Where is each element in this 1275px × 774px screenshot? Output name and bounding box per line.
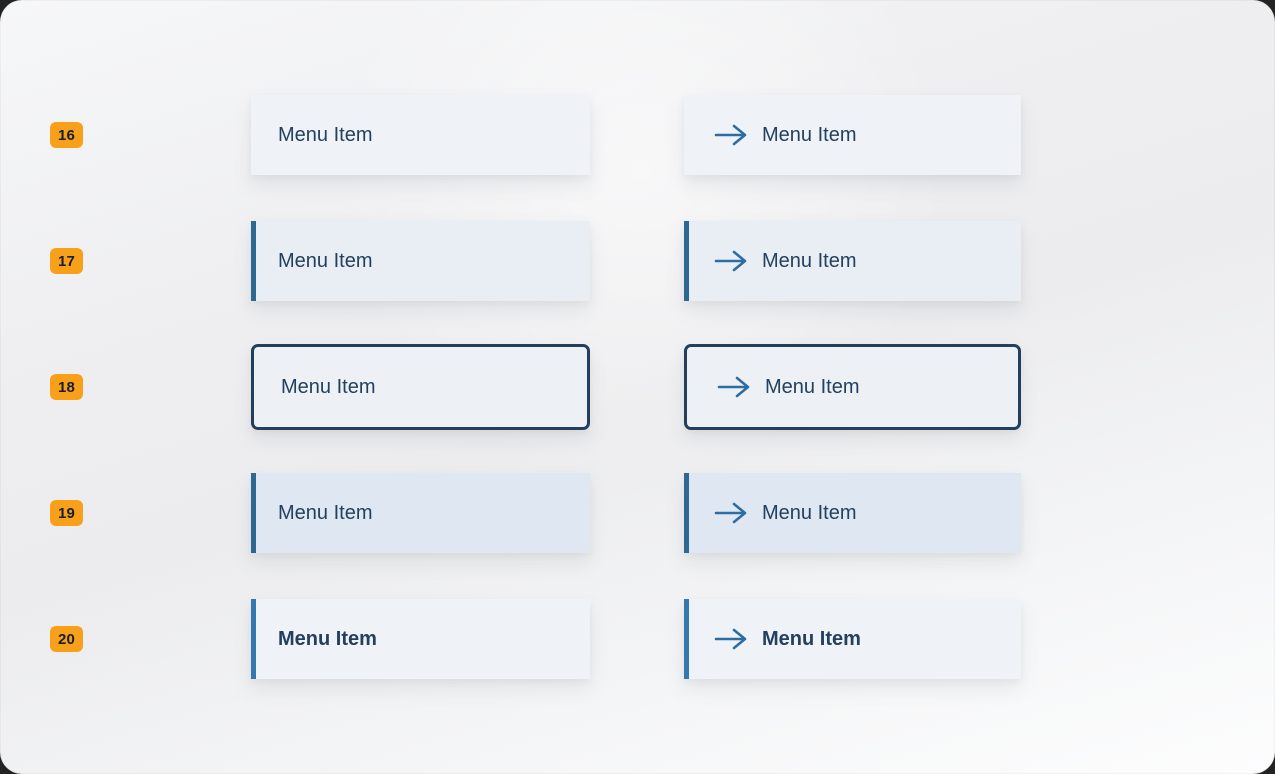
arrow-right-icon — [714, 501, 748, 525]
menu-item-selected-with-arrow[interactable]: Menu Item — [684, 599, 1021, 679]
left-accent-bar — [684, 221, 689, 301]
menu-item-label: Menu Item — [762, 627, 861, 650]
arrow-right-icon — [714, 249, 748, 273]
menu-item-label: Menu Item — [762, 123, 857, 146]
menu-item-label: Menu Item — [278, 123, 373, 146]
showcase-row-19: 19 Menu Item Menu Item — [0, 473, 1275, 553]
menu-item-label: Menu Item — [765, 375, 860, 398]
menu-item-label: Menu Item — [762, 249, 857, 272]
menu-item-focus-with-arrow[interactable]: Menu Item — [684, 344, 1021, 430]
arrow-right-icon — [714, 627, 748, 651]
menu-item-hover[interactable]: Menu Item — [251, 221, 590, 301]
arrow-right-icon — [714, 123, 748, 147]
menu-item-focus[interactable]: Menu Item — [251, 344, 590, 430]
menu-item-label: Menu Item — [278, 249, 373, 272]
left-accent-bar — [684, 473, 689, 553]
arrow-right-icon — [717, 375, 751, 399]
menu-item-label: Menu Item — [278, 627, 377, 650]
menu-item-default[interactable]: Menu Item — [251, 95, 590, 175]
menu-item-label: Menu Item — [281, 375, 376, 398]
left-accent-bar — [684, 599, 689, 679]
left-accent-bar — [251, 599, 256, 679]
menu-item-hover-with-arrow[interactable]: Menu Item — [684, 221, 1021, 301]
row-number-badge: 16 — [50, 122, 83, 148]
menu-item-pressed-with-arrow[interactable]: Menu Item — [684, 473, 1021, 553]
menu-item-label: Menu Item — [762, 501, 857, 524]
showcase-row-16: 16 Menu Item Menu Item — [0, 95, 1275, 175]
showcase-row-17: 17 Menu Item Menu Item — [0, 221, 1275, 301]
menu-item-pressed[interactable]: Menu Item — [251, 473, 590, 553]
row-number-badge: 18 — [50, 374, 83, 400]
showcase-row-18: 18 Menu Item Menu Item — [0, 344, 1275, 430]
menu-item-label: Menu Item — [278, 501, 373, 524]
row-number-badge: 20 — [50, 626, 83, 652]
row-number-badge: 17 — [50, 248, 83, 274]
row-number-badge: 19 — [50, 500, 83, 526]
left-accent-bar — [251, 473, 256, 553]
left-accent-bar — [251, 221, 256, 301]
showcase-row-20: 20 Menu Item Menu Item — [0, 599, 1275, 679]
menu-item-selected[interactable]: Menu Item — [251, 599, 590, 679]
menu-item-default-with-arrow[interactable]: Menu Item — [684, 95, 1021, 175]
